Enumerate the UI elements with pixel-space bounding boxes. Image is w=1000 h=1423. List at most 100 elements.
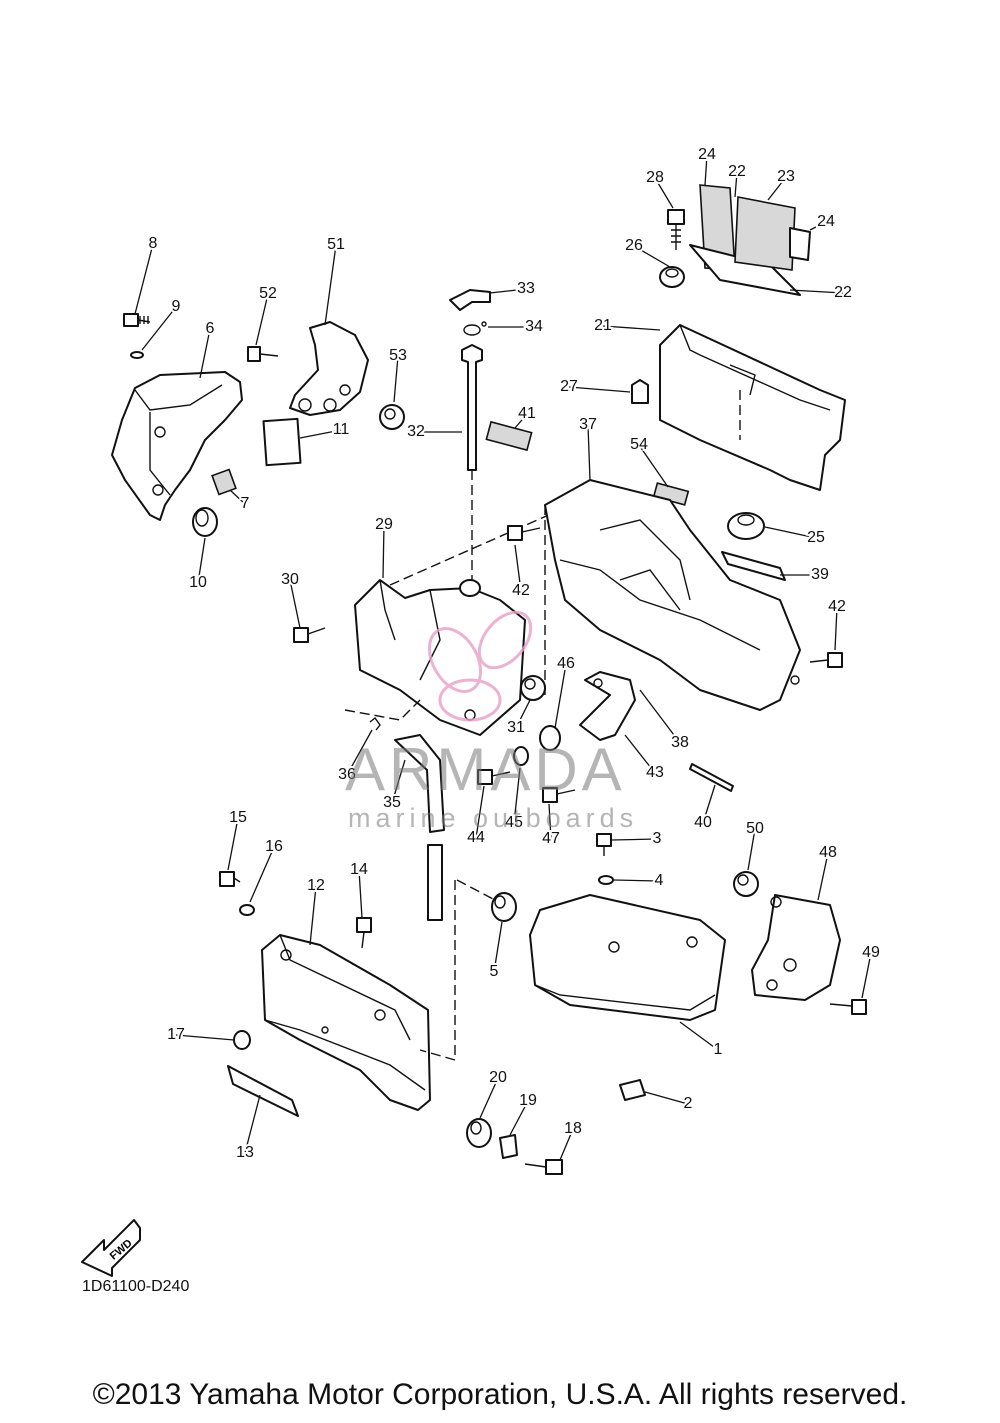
callout-20: 20 — [489, 1069, 507, 1086]
callout-22: 22 — [728, 163, 746, 180]
callout-leader-19 — [509, 1100, 529, 1136]
callout-leader-1 — [679, 1021, 719, 1051]
pad-41-part — [485, 420, 533, 452]
bolt-28-part — [667, 209, 685, 250]
callout-28: 28 — [646, 169, 664, 186]
pad-22-part — [689, 184, 801, 296]
callout-37: 37 — [579, 416, 597, 433]
screw-14-part — [356, 917, 372, 949]
callout-leader-40 — [702, 784, 716, 824]
callout-leader-6 — [199, 328, 211, 379]
callout-leader-22 — [789, 289, 844, 294]
callout-41: 41 — [518, 405, 536, 422]
callout-47: 47 — [542, 830, 560, 847]
callout-leader-17 — [175, 1034, 235, 1041]
nut-17-part — [233, 1030, 251, 1050]
label-11-part — [262, 417, 302, 467]
callout-54: 54 — [630, 436, 648, 453]
callout-leader-2 — [644, 1091, 689, 1105]
bolt-18-part — [524, 1159, 563, 1175]
callout-24: 24 — [817, 213, 835, 230]
callout-32: 32 — [407, 423, 425, 440]
bolt-44-part — [477, 769, 511, 785]
callout-52: 52 — [259, 285, 277, 302]
copyright-notice: ©2013 Yamaha Motor Corporation, U.S.A. A… — [92, 1378, 908, 1411]
callout-leader-22 — [734, 171, 738, 198]
callout-39: 39 — [811, 566, 829, 583]
callout-leader-24 — [704, 154, 708, 186]
clamp-43-part — [579, 671, 636, 741]
callout-18: 18 — [564, 1120, 582, 1137]
assembly-line-left — [419, 880, 456, 1061]
callout-leader-10 — [197, 537, 206, 584]
callout-17: 17 — [167, 1026, 185, 1043]
callout-40: 40 — [694, 814, 712, 831]
callout-leader-14 — [358, 869, 363, 919]
callout-leader-54 — [638, 444, 669, 488]
callout-leader-48 — [817, 852, 829, 901]
tank-guide-line — [389, 509, 561, 586]
bolt-47-part — [542, 787, 576, 803]
callout-leader-44 — [475, 785, 485, 839]
callout-leader-36 — [346, 729, 373, 776]
callout-leader-4 — [613, 879, 660, 882]
clip-36-part — [369, 716, 381, 731]
callout-leader-26 — [633, 245, 671, 268]
callout-leader-15 — [227, 817, 239, 871]
callout-leader-7 — [229, 489, 246, 505]
damper-7-part — [211, 468, 237, 496]
callout-19: 19 — [519, 1092, 537, 1109]
callout-leader-3 — [611, 838, 658, 841]
callout-9: 9 — [172, 298, 181, 315]
callout-53: 53 — [389, 347, 407, 364]
pad-13-part — [227, 1065, 299, 1117]
callout-leader-28 — [654, 177, 674, 209]
callout-51: 51 — [327, 236, 345, 253]
pad-23-part — [734, 196, 796, 271]
front-cover-part — [111, 371, 243, 521]
callout-leader-33 — [489, 288, 527, 294]
callout-21: 21 — [594, 317, 612, 334]
fwd-direction-arrow: FWD — [81, 1219, 141, 1277]
bolt-49-part — [829, 999, 867, 1015]
callout-26: 26 — [625, 237, 643, 254]
callout-8: 8 — [149, 235, 158, 252]
callout-leader-41 — [514, 413, 528, 429]
callout-3: 3 — [653, 830, 662, 847]
battery-box-21-part — [659, 324, 846, 491]
callout-45: 45 — [505, 814, 523, 831]
washer-9-part — [130, 351, 144, 359]
callout-30: 30 — [281, 571, 299, 588]
grommet-25-part — [727, 512, 765, 540]
callout-leader-5 — [493, 921, 503, 973]
washer-4-part — [598, 875, 614, 885]
callout-1: 1 — [714, 1041, 723, 1058]
bracket-51-part — [289, 321, 369, 416]
drawing-code: 1D61100-D240 — [82, 1278, 190, 1295]
callout-10: 10 — [189, 574, 207, 591]
callout-leader-46 — [554, 663, 567, 729]
callout-34: 34 — [525, 318, 543, 335]
bolt-15-part — [219, 871, 241, 887]
cover-48-part — [751, 894, 841, 1001]
callout-leader-51 — [324, 244, 337, 326]
screw-3-part — [596, 833, 612, 856]
callout-leader-43 — [624, 734, 656, 774]
collar-27-part — [631, 379, 649, 404]
bolt-8-part — [123, 313, 151, 327]
callout-leader-20 — [479, 1077, 499, 1119]
callout-leader-31 — [515, 699, 531, 729]
callout-46: 46 — [557, 655, 575, 672]
callout-leader-49 — [861, 952, 872, 999]
callout-leader-42 — [514, 544, 522, 592]
callout-27: 27 — [560, 378, 578, 395]
callout-leader-21 — [602, 325, 661, 331]
callout-4: 4 — [655, 872, 664, 889]
bolt-42a-part — [507, 525, 541, 541]
panel-12-part — [261, 934, 431, 1111]
elbow-33-part — [449, 289, 491, 311]
callout-leader-37 — [587, 424, 591, 481]
callout-leader-38 — [639, 689, 681, 744]
callout-31: 31 — [507, 719, 525, 736]
